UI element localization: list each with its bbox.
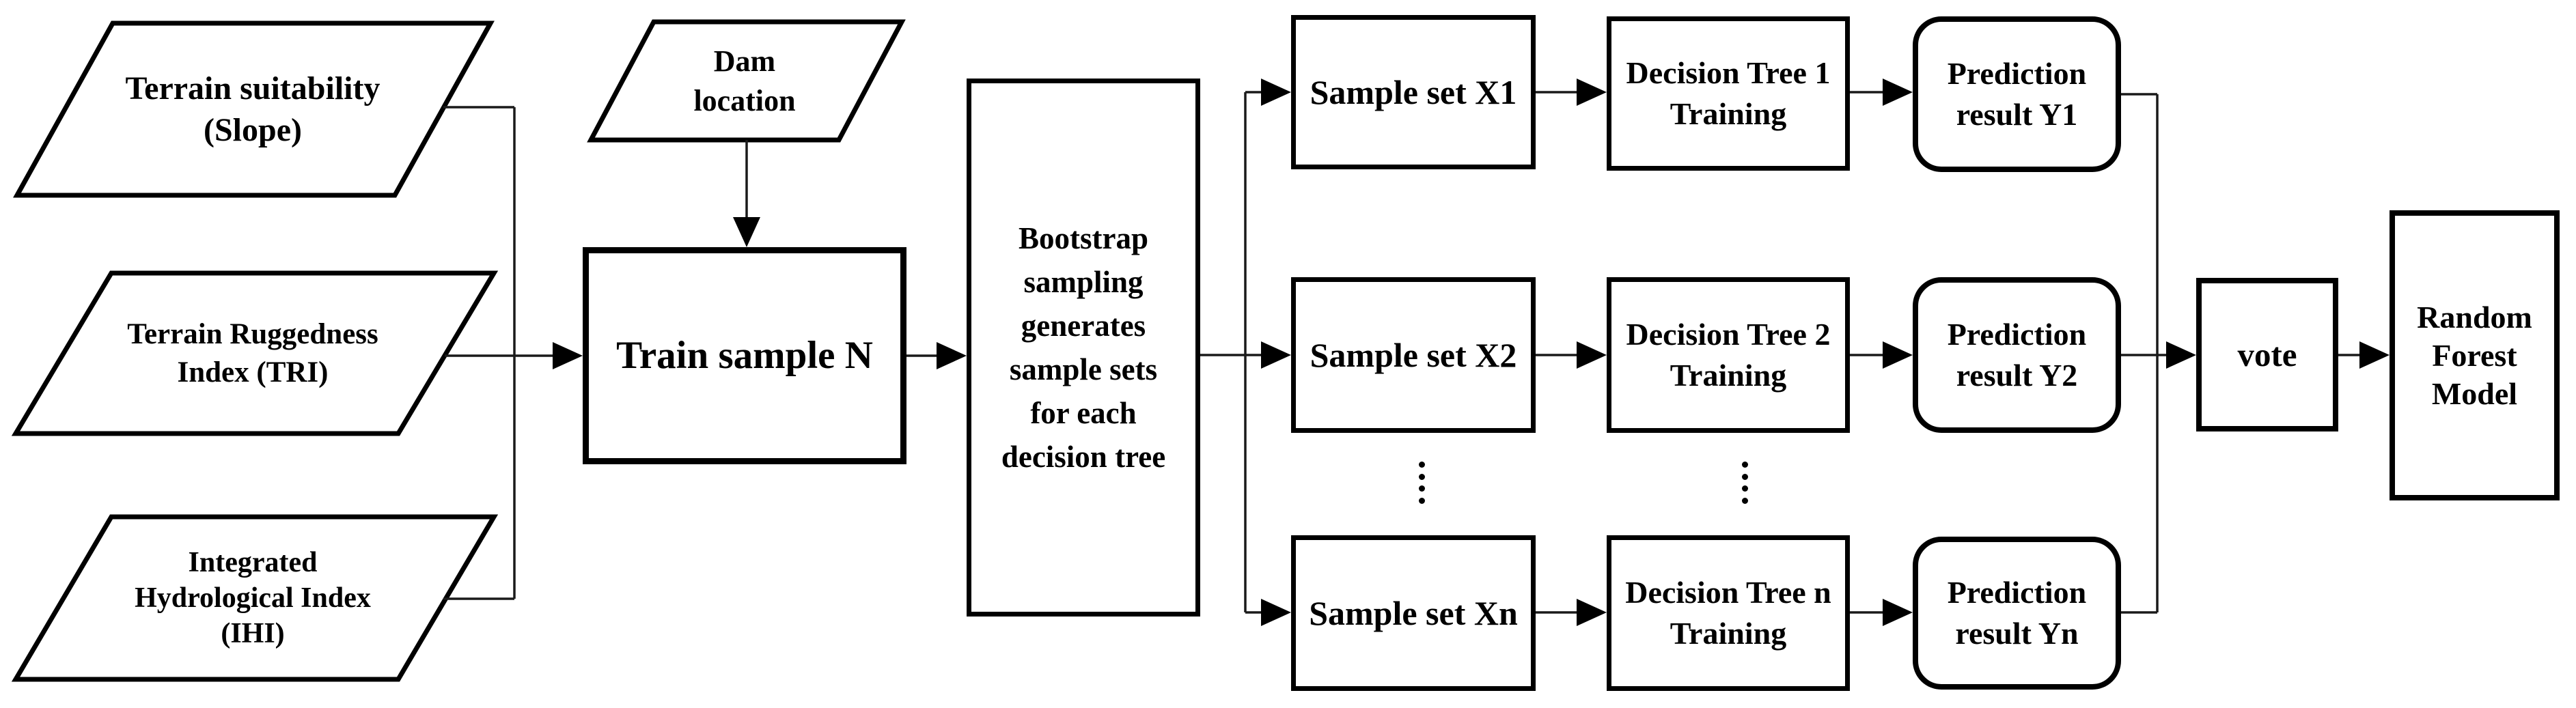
decision-tree-n-line1: Decision Tree n (1625, 575, 1831, 610)
arrowhead-into-pred-y1 (1883, 79, 1913, 106)
sample-set-x2-label: Sample set X2 (1310, 335, 1517, 374)
bootstrap-sampling-box: Bootstrap sampling generates sample sets… (967, 79, 1200, 617)
integrated-hydrological-label: Integrated Hydrological Index (IHI) (41, 517, 465, 679)
arrowhead-into-train (553, 342, 583, 369)
dam-location-label: Dam location (601, 22, 888, 140)
random-forest-line3: Model (2431, 376, 2518, 411)
decision-tree-1-box: Decision Tree 1 Training (1607, 16, 1850, 171)
dam-location-line1: Dam (713, 44, 776, 78)
train-sample-label: Train sample N (616, 334, 873, 378)
arrowhead-dam-down (733, 217, 760, 247)
vote-box: vote (2196, 278, 2338, 431)
decision-tree-2-box: Decision Tree 2 Training (1607, 277, 1850, 433)
vertical-ellipsis-trees (1735, 462, 1754, 504)
vote-label: vote (2237, 335, 2297, 373)
arrowhead-into-dtree-1 (1577, 79, 1607, 106)
terrain-suitability-line2: (Slope) (204, 112, 302, 148)
connector-lines (443, 91, 2361, 614)
vertical-ellipsis-samples (1412, 462, 1431, 504)
integrated-hydrological-line3: (IHI) (221, 618, 285, 649)
prediction-y1-line2: result Y1 (1956, 97, 2078, 132)
random-forest-line1: Random (2417, 299, 2532, 335)
decision-tree-2-line1: Decision Tree 2 (1626, 317, 1831, 352)
train-sample-box: Train sample N (583, 247, 906, 464)
decision-tree-1-line1: Decision Tree 1 (1626, 55, 1831, 90)
prediction-y1-line1: Prediction (1947, 56, 2087, 91)
arrowhead-into-vote (2166, 341, 2196, 369)
arrowhead-into-dtree-n (1577, 599, 1607, 626)
arrowhead-into-dtree-2 (1577, 341, 1607, 369)
decision-tree-n-line2: Training (1670, 616, 1787, 651)
random-forest-line2: Forest (2432, 337, 2517, 373)
arrowhead-into-sample-x2 (1261, 341, 1291, 369)
terrain-suitability-parallelogram (13, 20, 495, 198)
prediction-y2-box: Prediction result Y2 (1913, 277, 2121, 433)
terrain-suitability-line1: Terrain suitability (125, 70, 380, 107)
decision-tree-n-box: Decision Tree n Training (1607, 535, 1850, 691)
arrowhead-into-random-forest (2359, 341, 2390, 369)
decision-tree-2-line2: Training (1670, 358, 1787, 393)
bootstrap-line4: sample sets (1009, 352, 1158, 386)
terrain-suitability-label: Terrain suitability (Slope) (41, 23, 465, 195)
sample-set-x1-label: Sample set X1 (1310, 72, 1517, 111)
integrated-hydrological-parallelogram (11, 514, 499, 682)
integrated-hydrological-line2: Hydrological Index (135, 582, 371, 614)
sample-set-x1-box: Sample set X1 (1291, 15, 1536, 169)
terrain-ruggedness-label: Terrain Ruggedness Index (TRI) (41, 273, 465, 434)
arrowhead-into-bootstrap (937, 342, 967, 369)
terrain-ruggedness-parallelogram (11, 270, 499, 436)
dam-location-line2: location (693, 83, 796, 117)
prediction-y2-line1: Prediction (1947, 317, 2087, 352)
arrowhead-into-pred-yn (1883, 599, 1913, 626)
sample-set-xn-box: Sample set Xn (1291, 535, 1536, 691)
arrowhead-into-sample-xn (1261, 599, 1291, 626)
bootstrap-line2: sampling (1023, 265, 1144, 299)
terrain-ruggedness-line1: Terrain Ruggedness (127, 317, 378, 350)
prediction-y2-line2: result Y2 (1956, 358, 2078, 393)
prediction-yn-line2: result Yn (1955, 616, 2079, 651)
arrowheads (553, 79, 2390, 626)
arrowhead-into-sample-x1 (1261, 79, 1291, 106)
prediction-y1-box: Prediction result Y1 (1913, 16, 2121, 172)
arrowhead-into-pred-y2 (1883, 341, 1913, 369)
prediction-yn-box: Prediction result Yn (1913, 537, 2121, 690)
sample-set-xn-label: Sample set Xn (1309, 593, 1518, 632)
terrain-ruggedness-line2: Index (TRI) (177, 356, 329, 388)
dam-location-parallelogram (587, 19, 906, 143)
integrated-hydrological-line1: Integrated (188, 547, 318, 578)
bootstrap-line6: decision tree (1001, 440, 1166, 474)
bootstrap-line3: generates (1021, 309, 1146, 343)
prediction-yn-line1: Prediction (1947, 575, 2087, 610)
bootstrap-line1: Bootstrap (1019, 221, 1148, 255)
sample-set-x2-box: Sample set X2 (1291, 277, 1536, 433)
decision-tree-1-line2: Training (1670, 96, 1787, 131)
bootstrap-line5: for each (1030, 396, 1137, 430)
random-forest-model-box: Random Forest Model (2390, 210, 2560, 500)
